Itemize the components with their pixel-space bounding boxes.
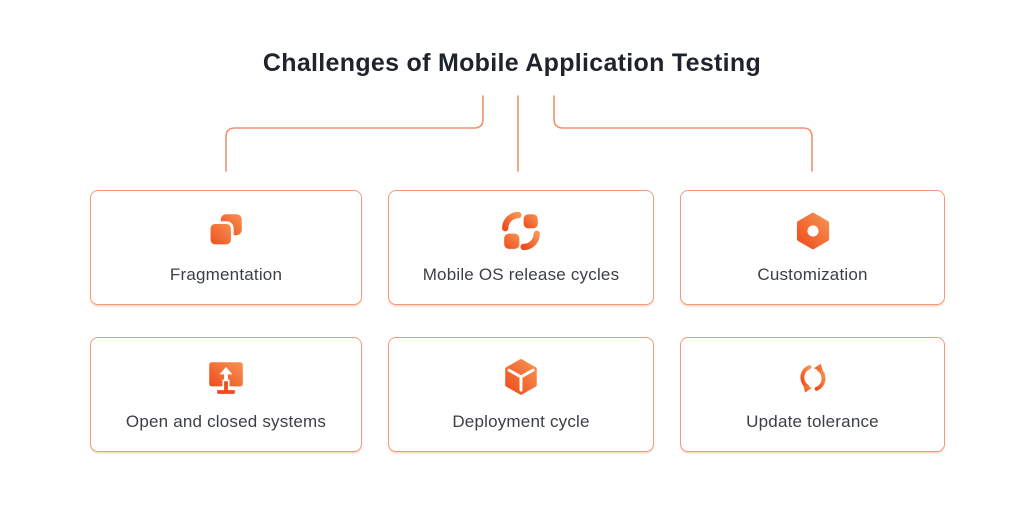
card-mobile-os-release-cycles: Mobile OS release cycles	[388, 190, 654, 305]
monitor-upload-icon	[209, 362, 243, 394]
card-label: Update tolerance	[746, 412, 879, 431]
card-label: Mobile OS release cycles	[422, 265, 620, 284]
overlapping-squares-icon	[207, 214, 242, 248]
page-title: Challenges of Mobile Application Testing	[262, 49, 762, 77]
card-label: Deployment cycle	[452, 412, 590, 431]
card-label: Customization	[757, 265, 868, 284]
card-deployment-cycle: Deployment cycle	[388, 337, 654, 452]
connector-right-branch	[553, 95, 813, 172]
quote-marks-cycle-icon	[502, 211, 540, 251]
challenge-card-grid: Fragmentation Mobile OS release cycles	[90, 190, 945, 452]
card-label: Open and closed systems	[125, 412, 327, 431]
package-cube-icon	[505, 359, 537, 395]
refresh-arrows-icon	[799, 363, 826, 393]
card-fragmentation: Fragmentation	[90, 190, 362, 305]
card-label: Fragmentation	[169, 265, 283, 284]
connector-left-branch	[225, 95, 484, 172]
card-update-tolerance: Update tolerance	[680, 337, 945, 452]
card-open-and-closed-systems: Open and closed systems	[90, 337, 362, 452]
hexagon-nut-icon	[796, 212, 829, 250]
card-customization: Customization	[680, 190, 945, 305]
